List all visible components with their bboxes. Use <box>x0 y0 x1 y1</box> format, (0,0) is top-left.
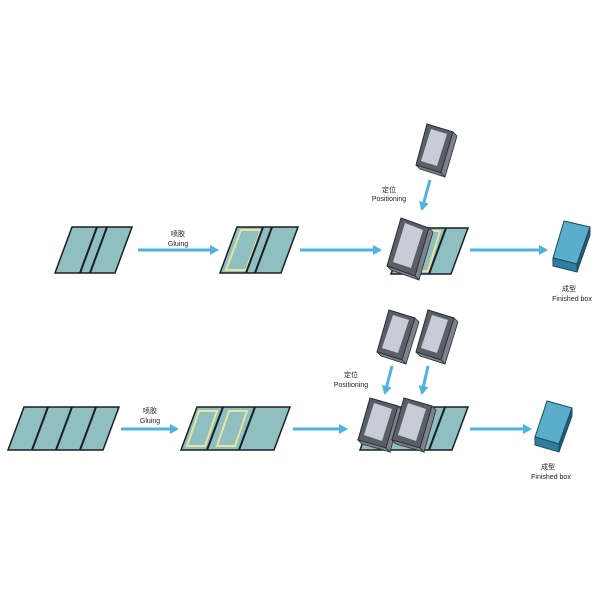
finished-label-en-2: Finished box <box>531 474 571 481</box>
finished-box-1 <box>552 220 591 273</box>
finished-box-2 <box>534 400 573 453</box>
finished-label-en-1: Finished box <box>552 296 592 303</box>
gluing-label-cn-1: 喷胶 <box>171 229 185 238</box>
arrow-down-positioning-2b <box>418 365 430 395</box>
finished-label-cn-2: 成型 <box>541 462 555 471</box>
gluing-label-en-2: Gluing <box>140 418 160 425</box>
row-1: 喷胶 Gluing 定位 Positioning <box>53 123 592 303</box>
gluing-label-cn-2: 喷胶 <box>143 406 157 415</box>
flat-blank-2 <box>6 406 121 451</box>
arrow-down-positioning-1 <box>419 179 432 211</box>
gluing-label-en-1: Gluing <box>168 241 188 248</box>
positioning-assembly-2 <box>356 397 470 453</box>
flat-blank-1 <box>53 226 134 274</box>
positioning-label-en-1: Positioning <box>372 196 406 203</box>
glued-blank-2 <box>179 406 292 451</box>
finished-label-cn-1: 成型 <box>562 284 576 293</box>
positioning-assembly-1 <box>386 217 470 281</box>
positioning-label-cn-1: 定位 <box>382 185 396 194</box>
glued-blank-1 <box>218 226 300 274</box>
positioning-label-cn-2: 定位 <box>344 370 358 379</box>
positioning-label-en-2: Positioning <box>334 382 368 389</box>
arrow-down-positioning-2a <box>381 365 394 395</box>
tray-hover-2a <box>376 309 420 365</box>
tray-hover-1 <box>415 123 458 178</box>
row-2: 喷胶 Gluing <box>6 309 573 481</box>
tray-hover-2b <box>415 309 459 365</box>
